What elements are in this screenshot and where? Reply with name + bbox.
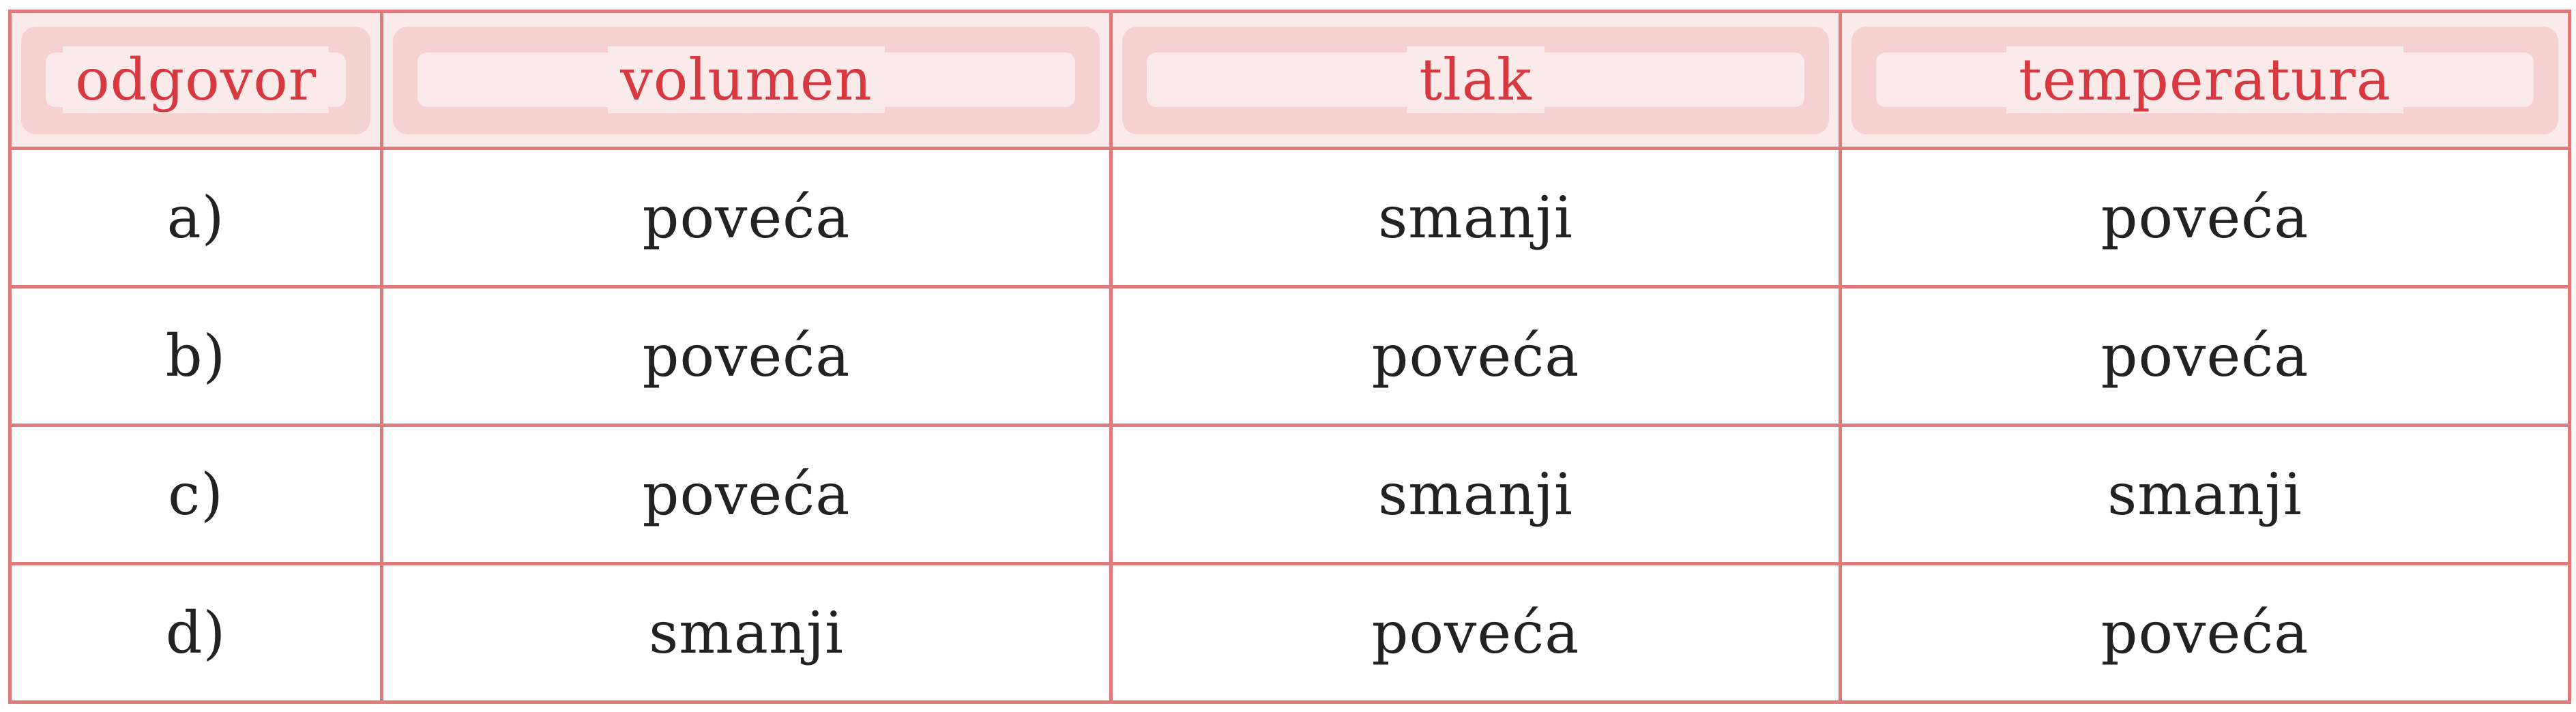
answer-table: odgovor volumen tlak temperatura a) <box>8 10 2571 704</box>
table-cell-volumen: poveća <box>380 147 1113 288</box>
table-cell-volumen: poveća <box>380 424 1113 565</box>
table-cell-odgovor: a) <box>8 147 383 288</box>
table-cell-temperatura: smanji <box>1839 424 2571 565</box>
header-cell-tlak: tlak <box>1109 10 1842 150</box>
table-cell-tlak: poveća <box>1109 562 1842 704</box>
header-row: odgovor volumen tlak temperatura <box>8 10 2571 150</box>
table-row: b) poveća poveća poveća <box>8 285 2571 427</box>
table-row: a) poveća smanji poveća <box>8 147 2571 288</box>
header-label: volumen <box>608 46 885 113</box>
table-cell-odgovor: b) <box>8 285 383 427</box>
table-cell-temperatura: poveća <box>1839 562 2571 704</box>
table-cell-volumen: smanji <box>380 562 1113 704</box>
table-row: c) poveća smanji smanji <box>8 424 2571 565</box>
header-label: temperatura <box>2006 46 2403 113</box>
header-label: tlak <box>1407 46 1545 113</box>
table-cell-tlak: smanji <box>1109 147 1842 288</box>
table-cell-temperatura: poveća <box>1839 147 2571 288</box>
table-cell-volumen: poveća <box>380 285 1113 427</box>
table-row: d) smanji poveća poveća <box>8 562 2571 704</box>
table-cell-temperatura: poveća <box>1839 285 2571 427</box>
header-cell-odgovor: odgovor <box>8 10 383 150</box>
header-label: odgovor <box>63 46 329 113</box>
table-cell-tlak: smanji <box>1109 424 1842 565</box>
table-cell-odgovor: c) <box>8 424 383 565</box>
table-cell-tlak: poveća <box>1109 285 1842 427</box>
table-cell-odgovor: d) <box>8 562 383 704</box>
header-cell-temperatura: temperatura <box>1839 10 2571 150</box>
header-cell-volumen: volumen <box>380 10 1113 150</box>
